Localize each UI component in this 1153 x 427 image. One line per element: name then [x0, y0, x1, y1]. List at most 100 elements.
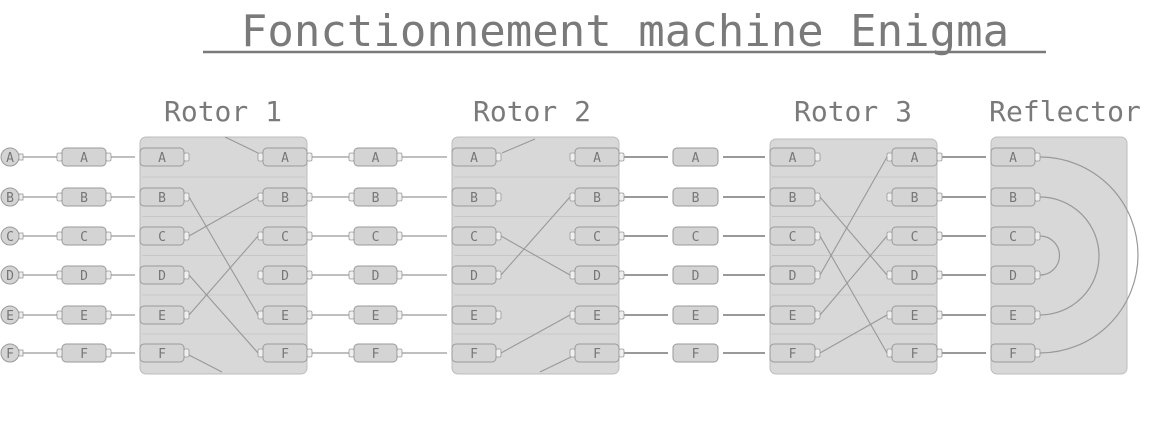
reflector-contact-a-label: A [1009, 151, 1017, 166]
rotor3-output-c-pin-left [886, 231, 893, 241]
entry-pin-b [18, 193, 24, 201]
rotor3-input-c-label: C [789, 230, 797, 245]
plug-1-f-pin-left [56, 348, 63, 358]
stage-boxes [139, 136, 1128, 375]
rotor3-input-d-label: D [789, 269, 797, 284]
rotor3-input-f-pin-right [814, 348, 821, 358]
rotor2-output-b-label: B [593, 191, 601, 206]
rotor1-input-c-pin-right [183, 231, 190, 241]
rotor2-input-a-label: A [470, 151, 478, 166]
plug-2-d-pin-left [348, 270, 355, 280]
rotor1-output-d-pin-right [306, 270, 313, 280]
rotor2-output-e-label: E [593, 309, 601, 324]
reflector-contact-f-pin-right [1034, 348, 1041, 358]
rotor1-output-b-pin-left [257, 192, 264, 202]
plug-2-b-pin-left [348, 192, 355, 202]
plug-1-b-pin-left [56, 192, 63, 202]
reflector-contact-f-label: F [1009, 347, 1017, 362]
rotor3-input-d-pin-right [814, 270, 821, 280]
rotor2-output-f-label: F [593, 347, 601, 362]
rotor1-output-d-pin-left [257, 270, 264, 280]
rotor1-wire [188, 196, 259, 316]
rotor3-output-d-pin-left [886, 270, 893, 280]
rotor1-input-e-label: E [158, 309, 166, 324]
rotor2-output-d-pin-left [569, 270, 576, 280]
wires [23, 136, 1139, 373]
rotor3-wire [819, 314, 888, 354]
stage-box-3 [769, 138, 938, 375]
reflector-loop-3 [1039, 235, 1061, 276]
rotor2-output-a-pin-right [618, 152, 625, 162]
rotor2-input-f-label: F [470, 347, 478, 362]
plug-3-c-label: C [692, 230, 700, 245]
rotor1-output-b-label: B [281, 191, 289, 206]
plug-1-f-pin-right [105, 348, 112, 358]
plug-1-e-pin-right [105, 310, 112, 320]
rotor2-output-f-pin-right [618, 348, 625, 358]
rotor2-input-b-pin-right [495, 192, 502, 202]
plug-1-a-label: A [80, 151, 88, 166]
rotor2-input-e-label: E [470, 309, 478, 324]
plug-2-f-label: F [372, 347, 380, 362]
entry-pin-c [18, 232, 24, 240]
rotor2-input-d-pin-right [495, 270, 502, 280]
plug-2-b-label: B [372, 191, 380, 206]
rotor2-output-a-label: A [593, 151, 601, 166]
entry-pin-f [18, 349, 24, 357]
plug-1-d-pin-right [105, 270, 112, 280]
rotor3-output-f-label: F [911, 347, 919, 362]
entry-label-c: C [6, 230, 14, 245]
entry-label-d: D [6, 269, 14, 284]
rotor2-input-f-pin-right [495, 348, 502, 358]
rotor1-input-b-pin-right [183, 192, 190, 202]
plug-2-d-label: D [372, 269, 380, 284]
rotor3-output-a-pin-left [886, 152, 893, 162]
rotor1-output-e-pin-right [306, 310, 313, 320]
rotor1-output-b-pin-right [306, 192, 313, 202]
rotor1-wire-wrap-top [224, 136, 259, 154]
plug-2-c-pin-left [348, 231, 355, 241]
entry-pin-e [18, 311, 24, 319]
rotor3-output-a-label: A [911, 151, 919, 166]
rotor2-output-d-pin-right [618, 270, 625, 280]
plug-3-f [672, 343, 719, 363]
plug-3-a [672, 147, 719, 167]
plug-1-d-pin-left [56, 270, 63, 280]
rotor3-wire [819, 156, 888, 276]
plug-1-a-pin-right [105, 152, 112, 162]
rotor1-input-d-pin-right [183, 270, 190, 280]
plug-1-a-pin-left [56, 152, 63, 162]
rotor3-output-f-pin-left [886, 348, 893, 358]
rotor3-input-f-label: F [789, 347, 797, 362]
rotor2-output-b-pin-left [569, 192, 576, 202]
reflector-contact-b-label: B [1009, 191, 1017, 206]
rotor2-output-e-pin-left [569, 310, 576, 320]
rotor2-wire [500, 314, 571, 354]
plug-1-f-label: F [80, 347, 88, 362]
rotor1-input-d-label: D [158, 269, 166, 284]
plug-1-d-label: D [80, 269, 88, 284]
rotor1-output-f-pin-right [306, 348, 313, 358]
rotor3-input-b-label: B [789, 191, 797, 206]
plug-3-b-label: B [692, 191, 700, 206]
plug-2-f-pin-left [348, 348, 355, 358]
plug-3-e [672, 305, 719, 325]
rotor2-wire [500, 235, 571, 276]
rotor1-input-a-label: A [158, 151, 166, 166]
rotor3-output-b-pin-right [936, 192, 943, 202]
rotor3-output-c-label: C [911, 230, 919, 245]
rotor2-input-c-pin-right [495, 231, 502, 241]
plug-2-e-pin-left [348, 310, 355, 320]
rotor1-wire [188, 235, 259, 316]
plug-2-c-pin-right [396, 231, 403, 241]
entry-label-b: B [6, 191, 14, 206]
rotor2-input-d-label: D [470, 269, 478, 284]
rotor1-output-a-label: A [281, 151, 289, 166]
reflector-contact-c-pin-right [1034, 231, 1041, 241]
rotor1-input-f-label: F [158, 347, 166, 362]
reflector-contact-d-label: D [1009, 269, 1017, 284]
plug-3-c [672, 226, 719, 246]
rotor2-output-d-label: D [593, 269, 601, 284]
rotor3-output-b-pin-left [886, 192, 893, 202]
plug-2-d-pin-right [396, 270, 403, 280]
